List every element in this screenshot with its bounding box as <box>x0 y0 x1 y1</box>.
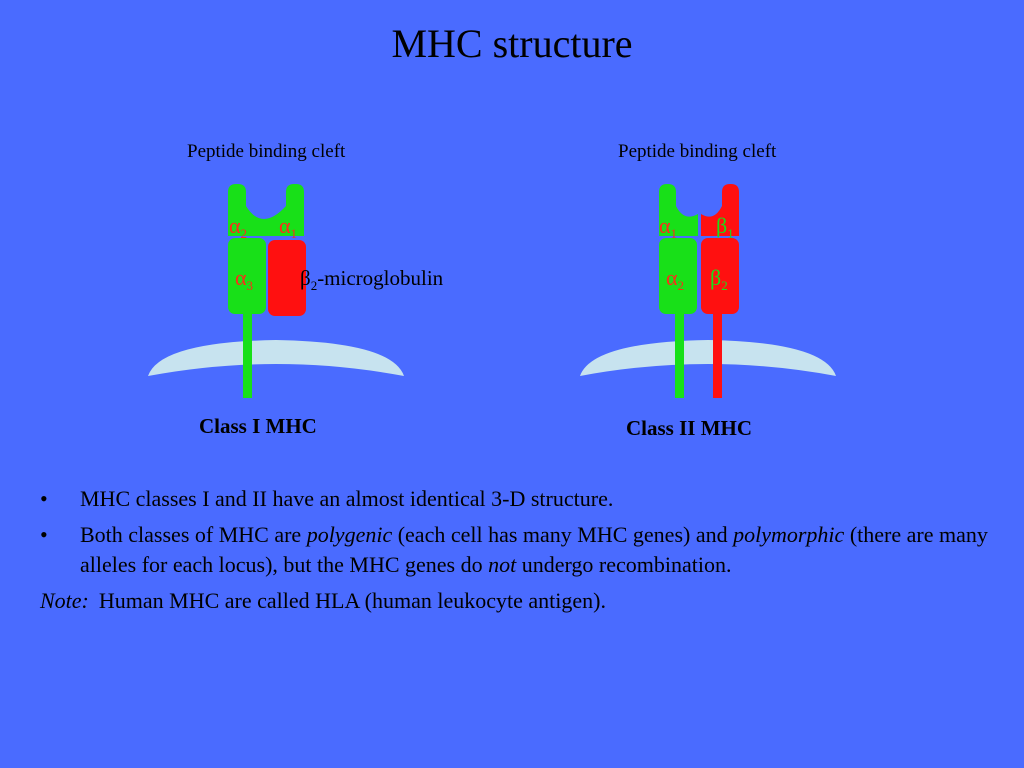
class2-beta1-label: β1 <box>716 213 734 242</box>
note-text: Human MHC are called HLA (human leukocyt… <box>98 588 606 613</box>
class1-membrane <box>148 340 404 376</box>
class2-alpha1-label: α1 <box>659 213 678 242</box>
class1-alpha2-label: α2 <box>229 213 248 242</box>
class2-beta-chain <box>701 184 739 398</box>
note-line: Note: Human MHC are called HLA (human leu… <box>40 586 1000 616</box>
class1-name-label: Class I MHC <box>199 414 317 438</box>
class1-alpha1-label: α1 <box>279 213 298 242</box>
bullet-item-1: • MHC classes I and II have an almost id… <box>40 484 1000 514</box>
class1-alpha-chain <box>228 184 304 398</box>
class2-beta2-label: β2 <box>710 265 728 294</box>
class1-b2m <box>268 240 306 316</box>
class2-alpha2-label: α2 <box>666 265 685 294</box>
class2-cleft-label: Peptide binding cleft <box>618 141 777 162</box>
class1-b2m-label: β2-microglobulin <box>300 266 444 293</box>
class2-alpha-chain <box>659 184 698 398</box>
class1-cleft-label: Peptide binding cleft <box>187 141 346 162</box>
bullet-item-2-text: Both classes of MHC are polygenic (each … <box>80 522 988 577</box>
class2-membrane <box>580 340 836 376</box>
bullet-item-2: • Both classes of MHC are polygenic (eac… <box>40 520 1000 580</box>
bullet-item-1-text: MHC classes I and II have an almost iden… <box>80 486 614 511</box>
bullet-marker: • <box>40 522 48 547</box>
bullet-list: • MHC classes I and II have an almost id… <box>40 484 1000 616</box>
class1-alpha3-label: α3 <box>235 265 254 294</box>
slide-title: MHC structure <box>391 21 633 66</box>
bullet-marker: • <box>40 486 48 511</box>
class2-name-label: Class II MHC <box>626 416 753 440</box>
note-label: Note: <box>40 588 89 613</box>
